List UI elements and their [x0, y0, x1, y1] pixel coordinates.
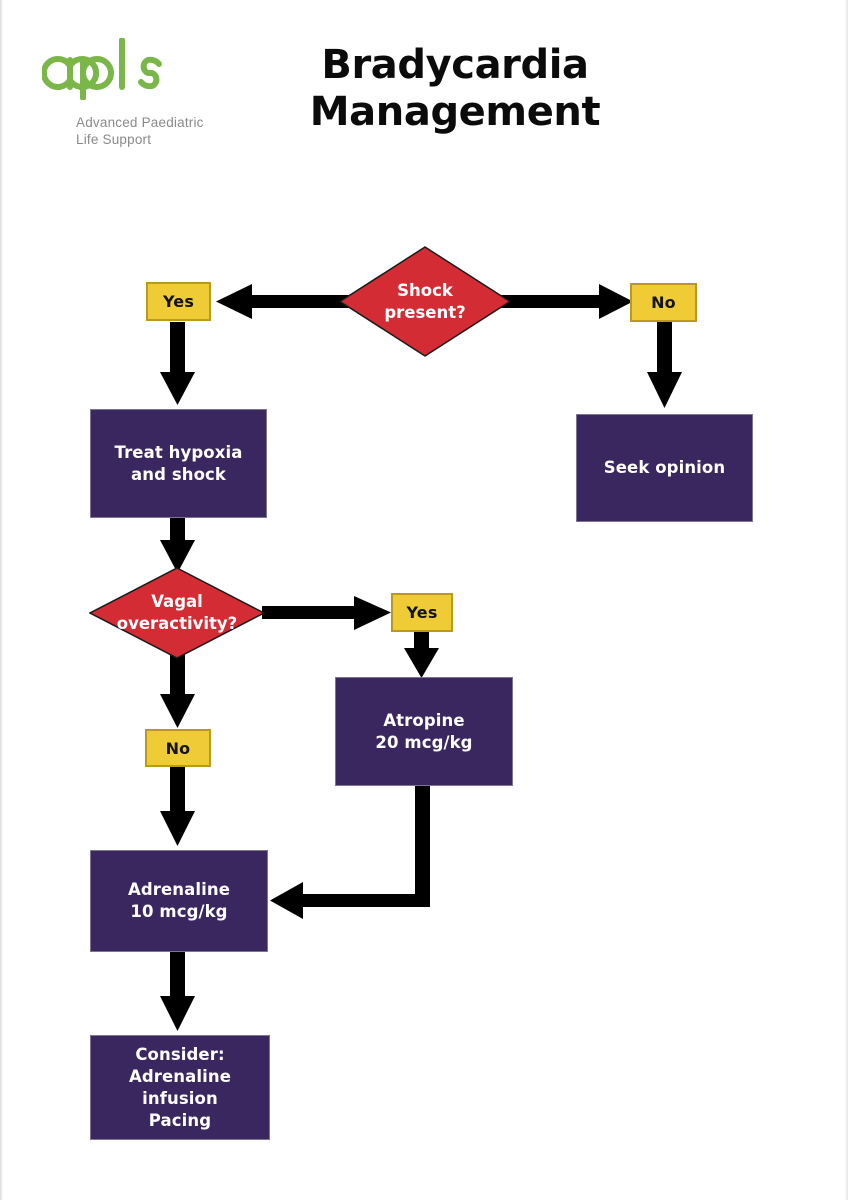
action-treat-hypoxia-and-shock[interactable]: Treat hypoxia and shock [90, 409, 267, 518]
edge-shock-to-yes [216, 284, 352, 319]
branch-vagal-no[interactable]: No [145, 729, 211, 767]
action-seek-opinion[interactable]: Seek opinion [576, 414, 753, 522]
branch-vagal-yes[interactable]: Yes [391, 593, 453, 632]
page-edge-left [0, 0, 3, 1200]
action-adrenaline[interactable]: Adrenaline 10 mcg/kg [90, 850, 268, 952]
branch-shock-yes[interactable]: Yes [146, 282, 211, 321]
edge-atropine-to-adrenaline [270, 786, 430, 919]
branch-vagal-no-label: No [165, 738, 191, 758]
edge-no-to-seek [647, 322, 682, 408]
logo-tagline: Advanced Paediatric Life Support [76, 115, 204, 147]
action-consider-label: Consider: Adrenaline infusion Pacing [128, 1044, 232, 1130]
decision-shock-present[interactable]: Shock present? [339, 246, 511, 357]
edge-treat-to-vagal [160, 517, 195, 573]
action-consider[interactable]: Consider: Adrenaline infusion Pacing [90, 1035, 270, 1140]
apls-logo: Advanced Paediatric Life Support [40, 37, 272, 153]
decision-vagal-overactivity[interactable]: Vagal overactivity? [89, 567, 265, 659]
edge-vagal-to-no [160, 651, 195, 728]
edge-yes-to-atropine [404, 631, 439, 678]
edge-no-to-adrenaline [160, 767, 195, 846]
page-title: Bradycardia Management [309, 42, 601, 135]
branch-shock-no[interactable]: No [630, 283, 697, 322]
action-atropine-label: Atropine 20 mcg/kg [375, 710, 473, 752]
branch-vagal-yes-label: Yes [406, 603, 438, 622]
edge-vagal-to-yes [262, 596, 391, 630]
edge-yes-to-treat [160, 322, 195, 405]
edge-shock-to-no [499, 284, 633, 319]
branch-shock-yes-label: Yes [162, 292, 195, 311]
action-seek-opinion-label: Seek opinion [603, 458, 726, 477]
apls-wordmark-icon [40, 37, 182, 101]
branch-shock-no-label: No [651, 293, 676, 312]
action-treat-hypoxia-and-shock-label: Treat hypoxia and shock [114, 442, 243, 484]
page-edge-right [845, 0, 848, 1200]
action-adrenaline-label: Adrenaline 10 mcg/kg [127, 880, 231, 921]
edge-adrenaline-to-consider [160, 952, 195, 1031]
action-atropine[interactable]: Atropine 20 mcg/kg [335, 677, 513, 786]
